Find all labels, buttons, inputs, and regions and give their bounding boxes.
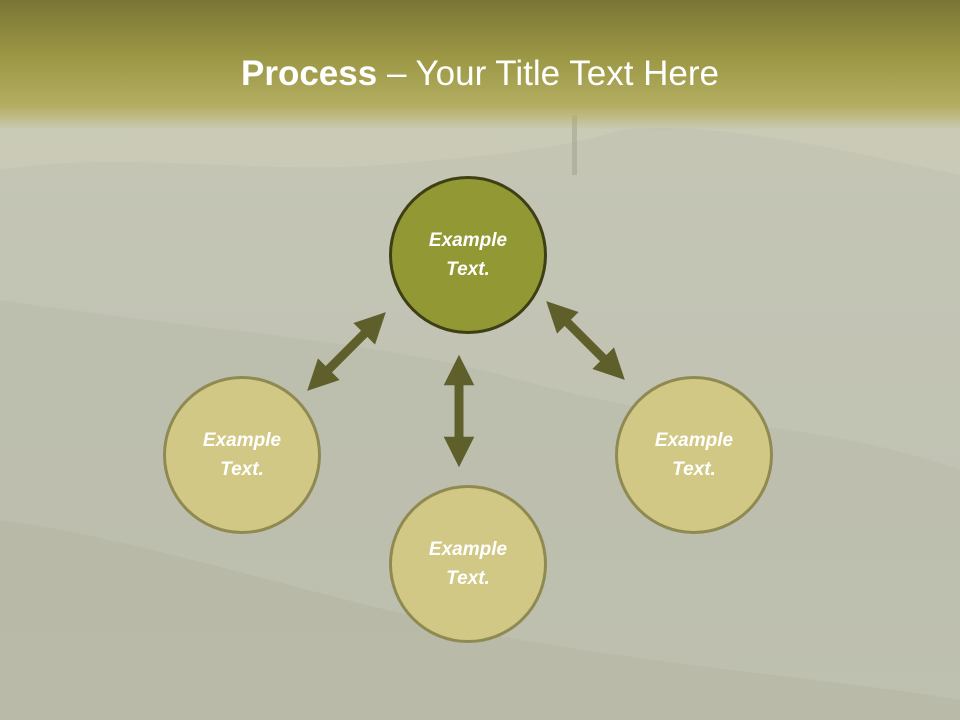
slide-title: Process – Your Title Text Here	[0, 52, 960, 96]
title-bar	[0, 0, 960, 130]
center-node-label: Example Text.	[428, 230, 508, 280]
arrow-center-right	[546, 301, 625, 380]
bottom-node-label: Example Text.	[428, 539, 508, 589]
center-node: Example Text.	[389, 176, 547, 334]
right-node-label: Example Text.	[654, 430, 734, 480]
bottom-node: Example Text.	[389, 485, 547, 643]
left-node-label: Example Text.	[202, 430, 282, 480]
title-bold: Process	[241, 54, 378, 93]
right-node: Example Text.	[615, 376, 773, 534]
left-node: Example Text.	[163, 376, 321, 534]
title-rest: – Your Title Text Here	[377, 54, 719, 93]
arrow-center-left	[307, 312, 386, 391]
